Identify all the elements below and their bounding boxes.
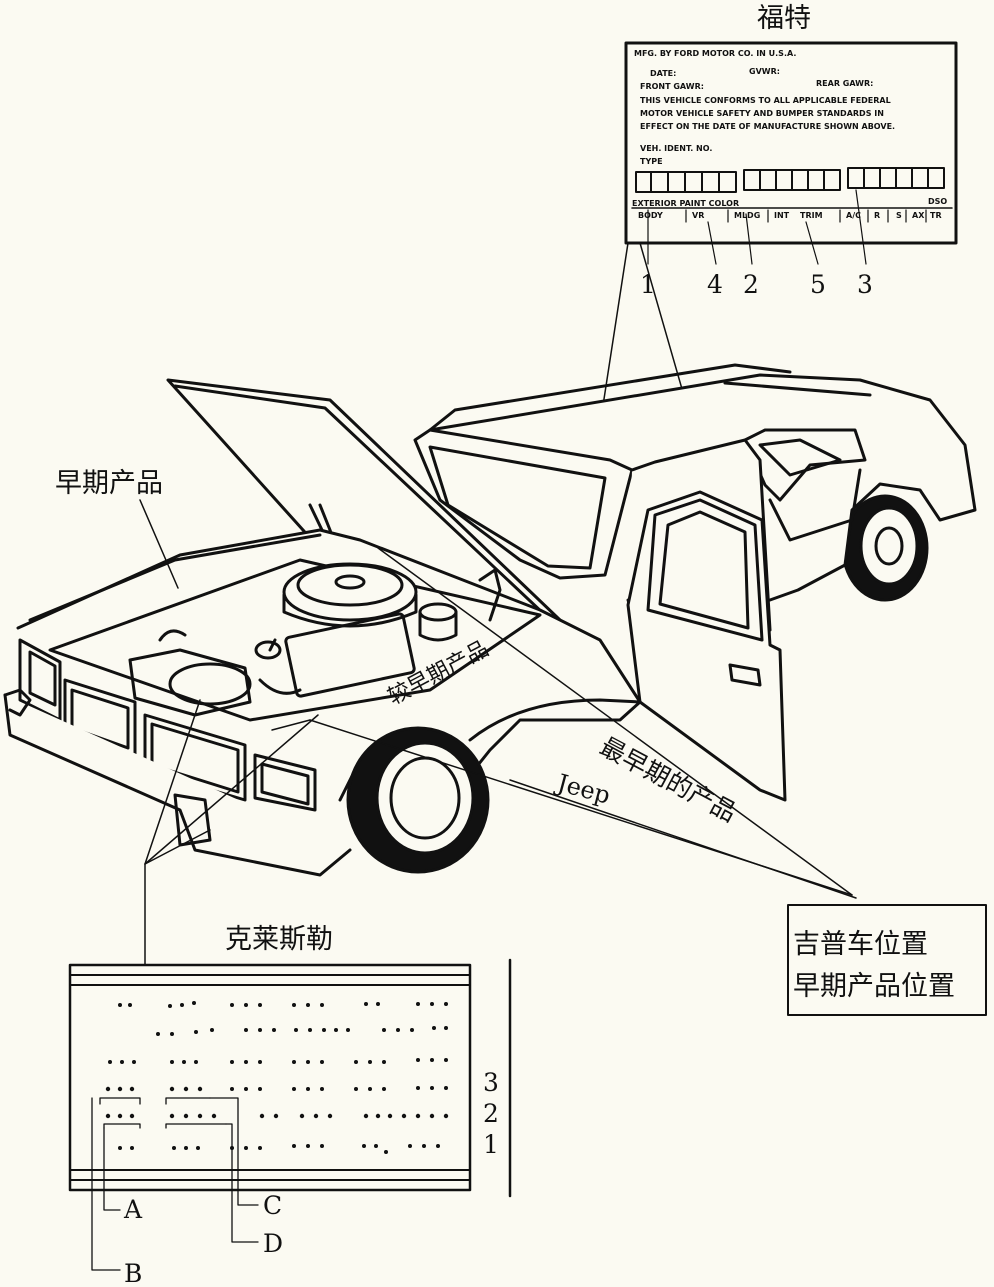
car-illustration [3, 363, 977, 877]
code-header-int: INT [774, 211, 790, 220]
code-header-body: BODY [638, 211, 663, 220]
code-header-row: BODY VR MLDG INT TRIM A/C R S AX TR [638, 209, 942, 223]
chrysler-callout-leaders [91, 1097, 259, 1271]
front-wheel [346, 726, 490, 874]
plate-line-conforms-2: MOTOR VEHICLE SAFETY AND BUMPER STANDARD… [640, 109, 884, 118]
plate-line-front-gawr: FRONT GAWR: [640, 82, 704, 91]
position-leaders [144, 547, 857, 966]
legend-jeep-position: 吉普车位置 [793, 929, 928, 960]
plate-line-dso: DSO [928, 197, 947, 206]
ford-callout-3: 3 [857, 270, 873, 299]
air-cleaner [282, 562, 418, 628]
chrysler-plate [68, 958, 512, 1198]
chrysler-row-2: 2 [483, 1099, 499, 1128]
plate-line-type: TYPE [640, 157, 663, 166]
code-header-trim: TRIM [800, 211, 823, 220]
dot-row-top [118, 1001, 448, 1008]
dot-row-code-3 [105, 1086, 448, 1092]
ford-callout-5: 5 [810, 270, 826, 299]
ford-title: 福特 [757, 3, 811, 34]
plate-line-conforms-3: EFFECT ON THE DATE OF MANUFACTURE SHOWN … [640, 122, 895, 131]
code-header-s: S [896, 211, 902, 220]
label-jeep: Jeep [552, 768, 614, 810]
chrysler-callout-d: D [263, 1229, 283, 1258]
code-header-tr: TR [930, 211, 942, 220]
plate-line-conforms-1: THIS VEHICLE CONFORMS TO ALL APPLICABLE … [640, 96, 891, 105]
chrysler-row-1: 1 [483, 1130, 499, 1159]
dot-row-3 [108, 1058, 448, 1064]
plate-line-date: DATE: [650, 69, 676, 78]
code-header-ax: AX [912, 211, 925, 220]
leader-early [139, 499, 179, 589]
dot-row-code-2 [105, 1113, 449, 1119]
plate-line-mfg: MFG. BY FORD MOTOR CO. IN U.S.A. [634, 49, 796, 58]
ford-callout-2: 2 [743, 270, 759, 299]
plate-line-paint-color: EXTERIOR PAINT COLOR [632, 199, 739, 208]
chrysler-title: 克莱斯勒 [225, 924, 333, 955]
plate-line-veh-ident: VEH. IDENT. NO. [640, 144, 712, 153]
chrysler-callout-a: A [123, 1195, 143, 1224]
chrysler-callout-c: C [263, 1191, 282, 1220]
position-legend-box: 吉普车位置 早期产品位置 [787, 904, 987, 1016]
ford-callout-leaders [647, 189, 867, 265]
open-door [626, 490, 787, 802]
dot-row-2 [156, 1026, 448, 1036]
ford-callout-4: 4 [707, 270, 723, 299]
rear-wheel [841, 494, 929, 602]
code-header-ac: A/C [846, 211, 861, 220]
ford-callout-1: 1 [640, 270, 656, 299]
dot-row-code-1 [118, 1144, 440, 1154]
chrysler-row-3: 3 [483, 1068, 499, 1097]
vin-boxes [635, 167, 945, 193]
code-header-r: R [874, 211, 880, 220]
legend-early-position: 早期产品位置 [793, 971, 955, 1002]
plate-line-gvwr: GVWR: [749, 67, 780, 76]
code-header-vr: VR [692, 211, 704, 220]
chrysler-callout-b: B [124, 1259, 142, 1287]
label-early-products: 早期产品 [55, 468, 163, 499]
ford-certification-plate: MFG. BY FORD MOTOR CO. IN U.S.A. DATE: G… [624, 41, 958, 245]
code-brackets [99, 1097, 227, 1129]
plate-line-rear-gawr: REAR GAWR: [816, 79, 873, 88]
code-header-mldg: MLDG [734, 211, 760, 220]
